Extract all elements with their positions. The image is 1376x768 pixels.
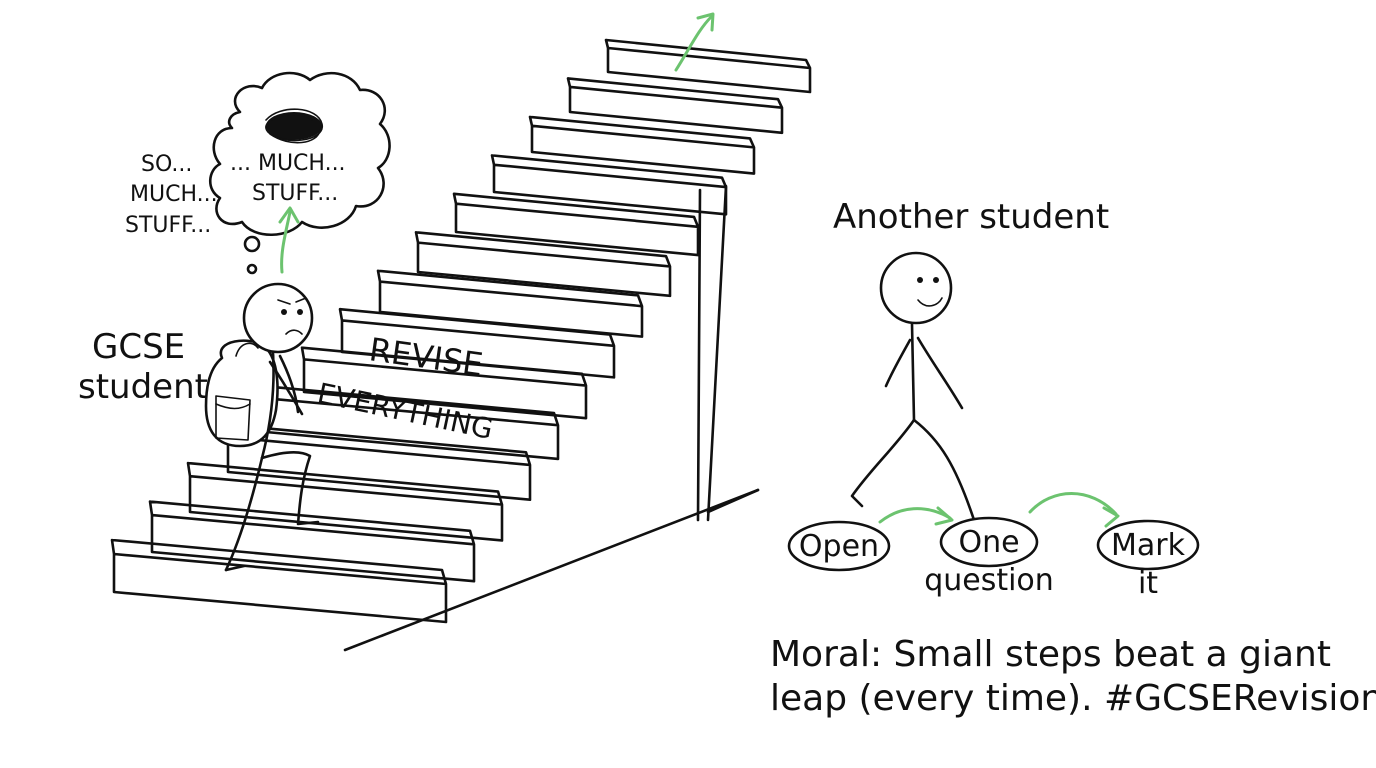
thought-bubble <box>208 71 391 275</box>
gcse-student-label-line-1: GCSE <box>92 327 185 367</box>
stair-step <box>452 192 700 257</box>
stepping-stone <box>787 520 891 572</box>
stair-text-revise: REVISE <box>367 330 485 384</box>
thought-left-line-3: STUFF... <box>125 213 211 238</box>
stair-step <box>566 77 784 135</box>
staircase <box>110 38 812 652</box>
another-student-label: Another student <box>833 197 1109 237</box>
stepping-stone-sublabel: it <box>1138 566 1158 601</box>
stair-step <box>528 115 756 175</box>
staircase-side-wall <box>706 184 728 522</box>
thought-cloud-line-2: STUFF... <box>252 181 338 206</box>
gcse-student-figure <box>204 282 320 572</box>
scribble-icon <box>265 108 323 144</box>
stepping-stone-label: Mark <box>1111 528 1186 563</box>
arrow-open-to-one <box>878 507 952 524</box>
stair-step <box>414 231 672 298</box>
stair-step <box>490 154 728 216</box>
thought-left-line-1: SO... <box>141 152 192 177</box>
stepping-stone <box>939 516 1039 568</box>
gcse-student-label-line-2: student <box>78 367 208 407</box>
stepping-stone-label: One <box>958 525 1019 560</box>
stepping-stone <box>1096 519 1200 571</box>
thought-left-line-2: MUCH... <box>130 182 218 207</box>
stair-step <box>604 38 812 94</box>
stepping-stone-sublabel: question <box>924 563 1054 598</box>
thought-cloud-line-1: ... MUCH... <box>230 151 346 176</box>
stair-step <box>110 538 448 624</box>
moral-line-1: Moral: Small steps beat a giant <box>770 634 1331 675</box>
up-arrow-top <box>674 14 714 72</box>
another-student-figure <box>850 251 996 522</box>
thought-arrow <box>280 210 292 274</box>
stair-step <box>376 269 644 338</box>
arrow-one-to-mark <box>1028 492 1118 516</box>
stepping-stone-label: Open <box>799 529 879 564</box>
moral-line-2: leap (every time). #GCSERevision <box>770 678 1376 719</box>
